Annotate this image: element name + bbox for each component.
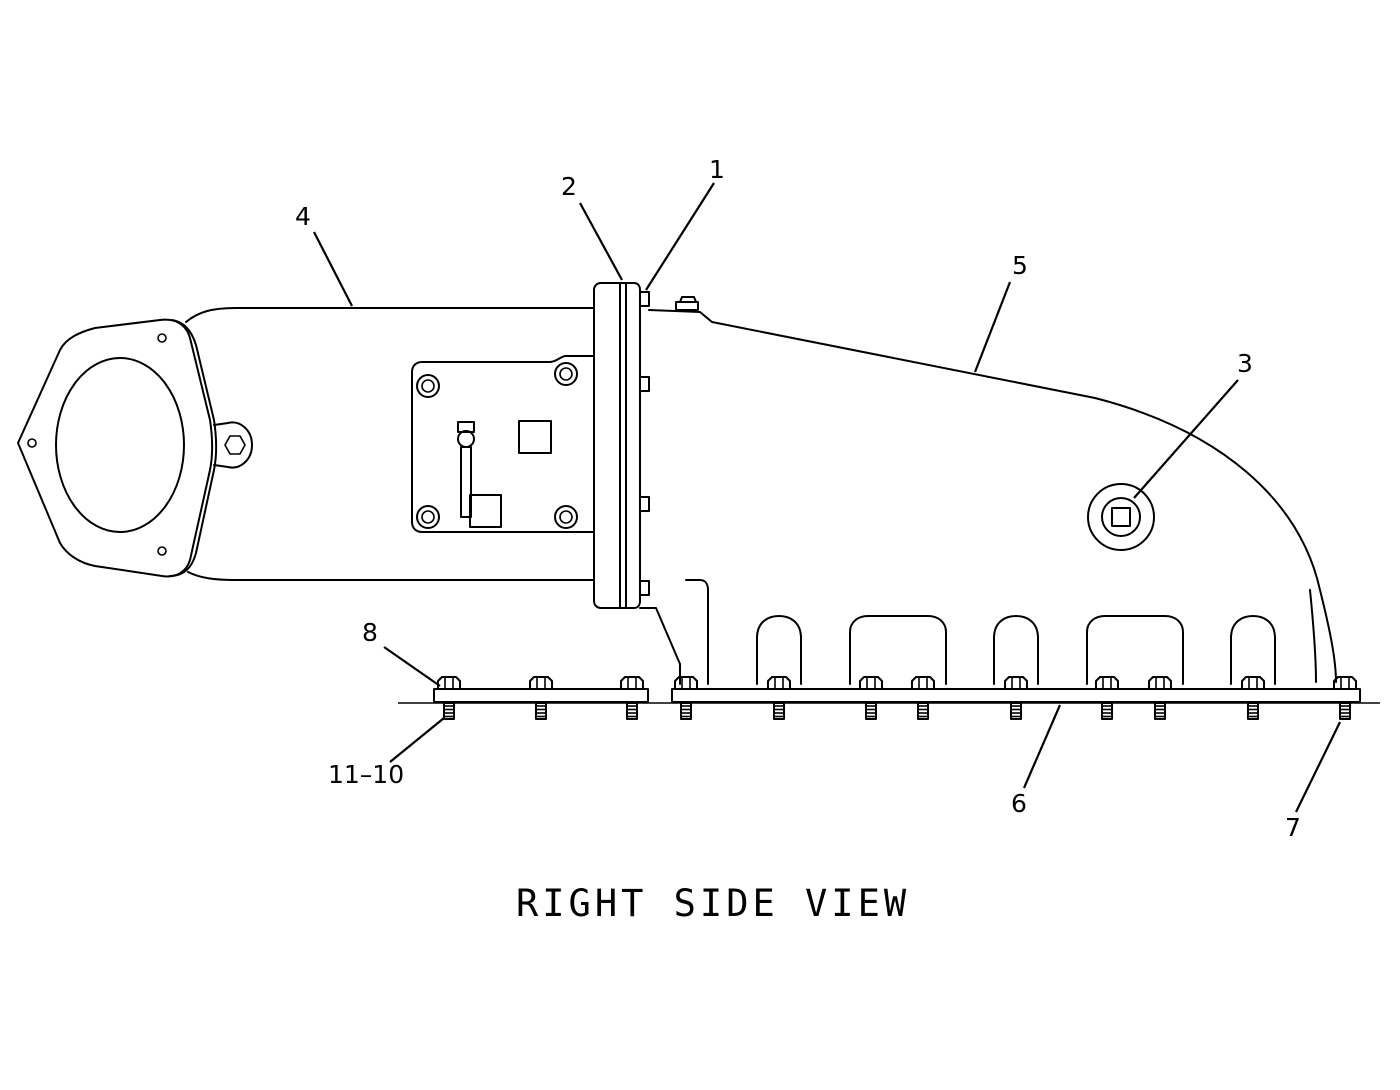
flange-bolt (1148, 676, 1172, 720)
callout-8: 8 (362, 618, 378, 647)
callout-6: 6 (1011, 789, 1027, 818)
flange-bolt (529, 676, 553, 720)
callout-3: 3 (1237, 349, 1253, 378)
flange-bolt (767, 676, 791, 720)
elbow-pipe (17, 307, 595, 581)
manifold-body (639, 296, 1337, 685)
base-flanges (398, 688, 1380, 704)
bolts (437, 676, 1357, 720)
flange-bolt (674, 676, 698, 720)
flange-bolt (1004, 676, 1028, 720)
callout-7: 7 (1285, 813, 1301, 842)
flange-bolts (639, 291, 650, 596)
callout-4: 4 (295, 202, 311, 231)
view-caption: RIGHT SIDE VIEW (516, 882, 910, 925)
flange-bolt (1095, 676, 1119, 720)
flange-bolt (911, 676, 935, 720)
leader-lines (313, 182, 1341, 813)
callout-1: 1 (709, 155, 725, 184)
flange-bolt (859, 676, 883, 720)
flange-bolt (620, 676, 644, 720)
callout-5: 5 (1012, 251, 1028, 280)
flange-bolt (437, 676, 461, 720)
flange-bolt (1333, 676, 1357, 720)
callout-2: 2 (561, 172, 577, 201)
flange-joint (593, 282, 650, 609)
callouts: 1 2 3 4 5 6 7 8 11–10 (295, 155, 1301, 842)
callout-11-10: 11–10 (328, 760, 404, 789)
flange-bolt (1241, 676, 1265, 720)
